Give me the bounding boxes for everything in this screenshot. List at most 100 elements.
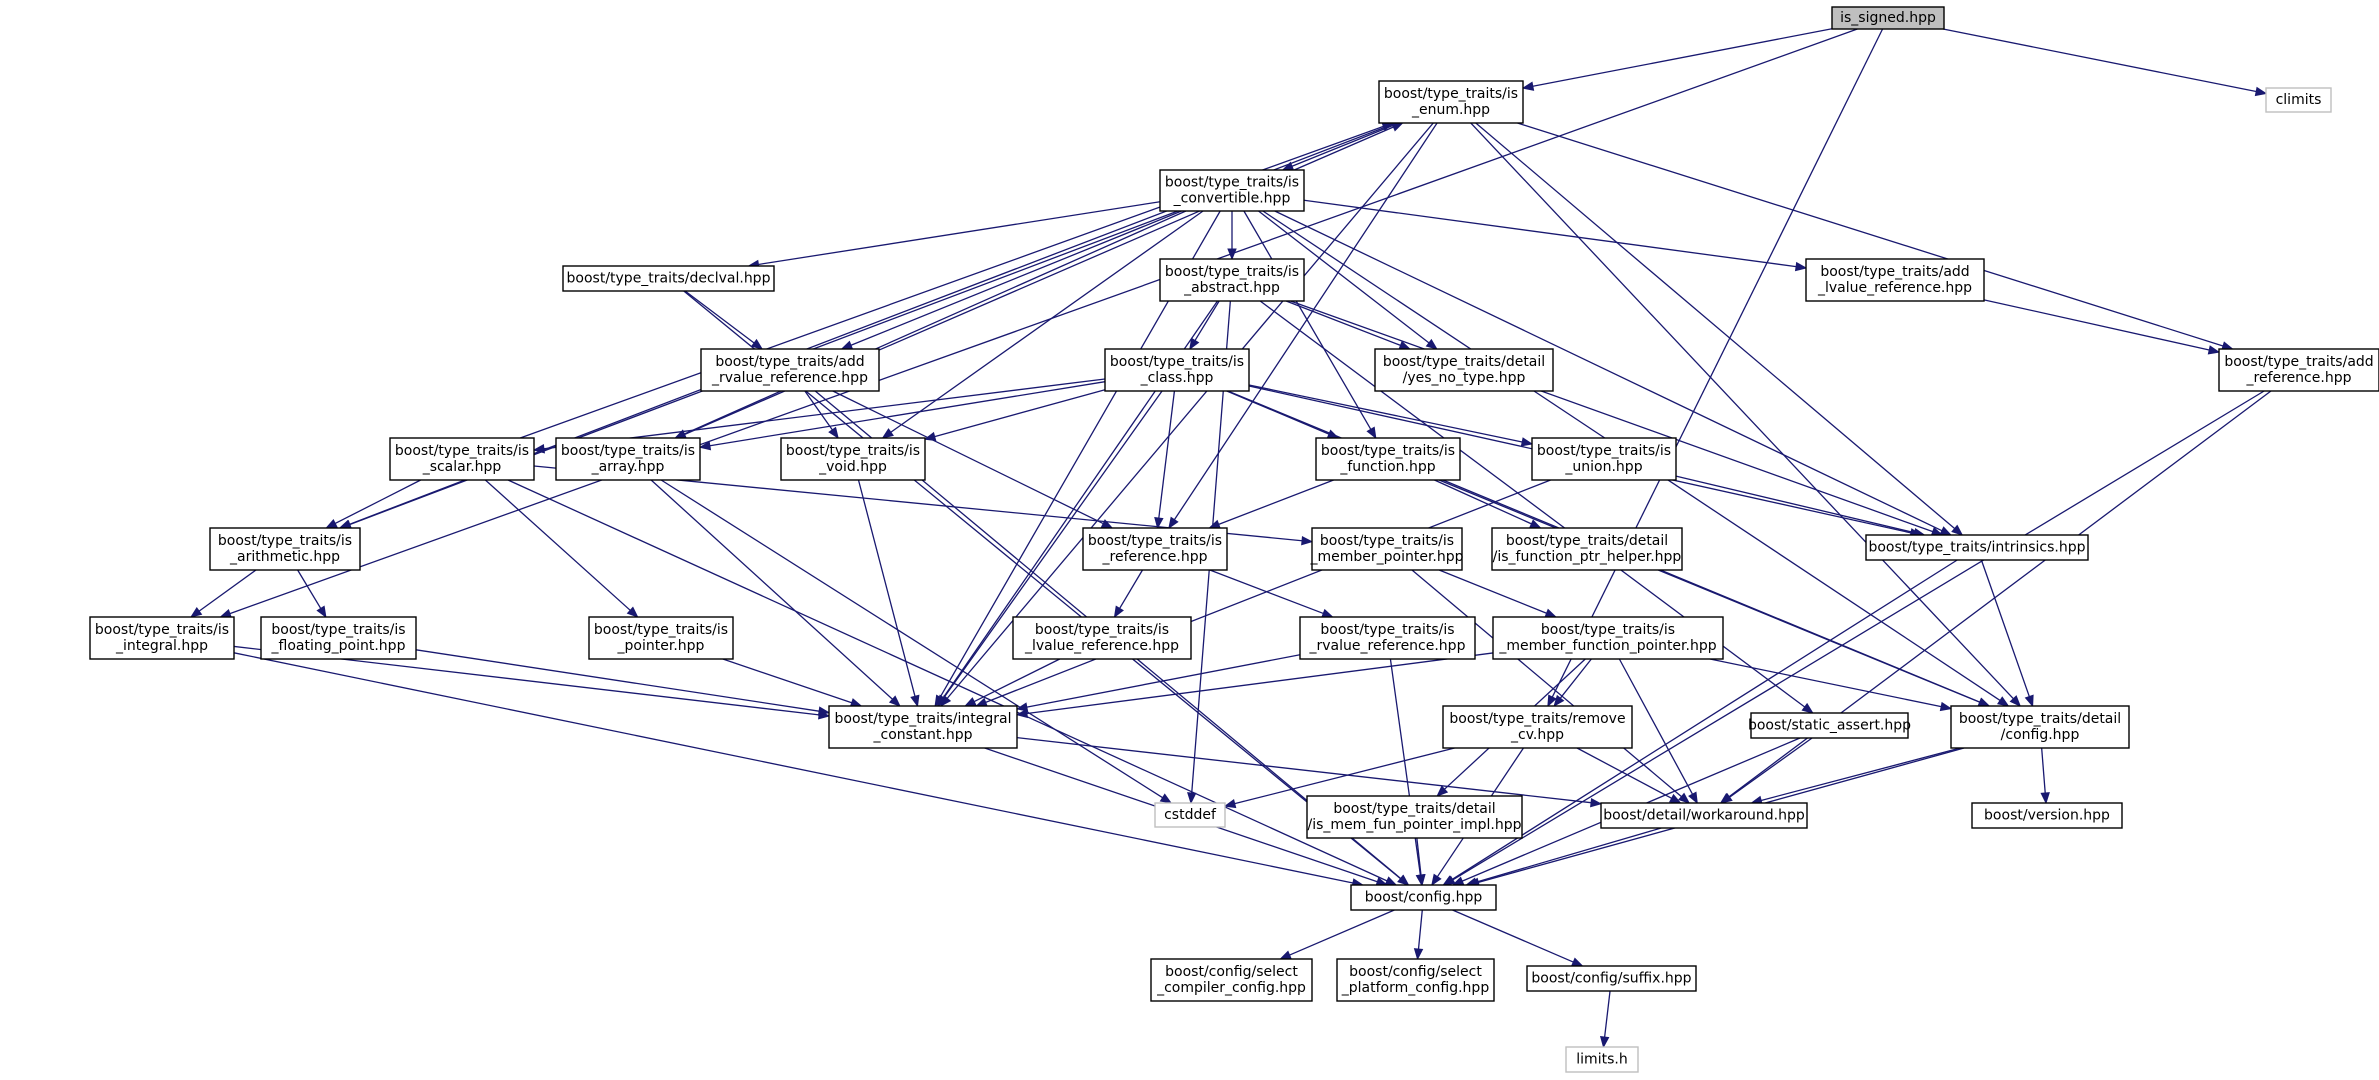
node-label-line: _lvalue_reference.hpp: [1817, 280, 1972, 296]
arrowhead: [1720, 793, 1733, 804]
arrowhead: [888, 695, 901, 707]
node-box: [1104, 348, 1250, 392]
edge-line: [1709, 658, 1942, 708]
arrowhead: [2009, 695, 2022, 707]
node-label-line: climits: [2276, 92, 2322, 108]
arrowhead: [1544, 608, 1558, 618]
node-is-mem-fun-pointer-impl[interactable]: boost/type_traits/detail/is_mem_fun_poin…: [1306, 795, 1523, 839]
node-static-assert[interactable]: boost/static_assert.hpp: [1748, 712, 1911, 739]
node-add-lvalue-reference[interactable]: boost/type_traits/add_lvalue_reference.h…: [1805, 258, 1985, 302]
arrowhead: [1590, 797, 1603, 808]
node-select-compiler-config[interactable]: boost/config/select_compiler_config.hpp: [1150, 958, 1313, 1002]
node-config[interactable]: boost/config.hpp: [1350, 884, 1497, 911]
node-is-convertible[interactable]: boost/type_traits/is_convertible.hpp: [1159, 169, 1305, 212]
edge-line: [857, 479, 916, 697]
arrowhead: [1113, 605, 1124, 619]
node-is-lvalue-reference[interactable]: boost/type_traits/is_lvalue_reference.hp…: [1012, 616, 1192, 660]
edge-line: [1290, 300, 1933, 533]
edge-is_lvalue_reference-to-integral_constant: [964, 658, 1061, 707]
node-version[interactable]: boost/version.hpp: [1971, 802, 2123, 829]
edge-is_member_pointer-to-is_member_function_pointer: [1438, 569, 1558, 618]
edge-line: [1417, 909, 1423, 950]
node-is-union[interactable]: boost/type_traits/is_union.hpp: [1531, 437, 1677, 481]
node-is-array[interactable]: boost/type_traits/is_array.hpp: [555, 437, 701, 481]
node-declval[interactable]: boost/type_traits/declval.hpp: [562, 265, 775, 292]
node-box: [562, 265, 775, 292]
node-label-line: boost/type_traits/is: [1165, 175, 1299, 191]
node-is-arithmetic[interactable]: boost/type_traits/is_arithmetic.hpp: [209, 527, 361, 571]
node-remove-cv[interactable]: boost/type_traits/remove_cv.hpp: [1442, 705, 1633, 749]
node-label-line: _pointer.hpp: [617, 638, 705, 654]
arrowhead: [1939, 526, 1953, 536]
arrowhead: [910, 694, 920, 708]
node-is-floating-point[interactable]: boost/type_traits/is_floating_point.hpp: [260, 616, 417, 660]
edge-is_signed-to-remove_cv: [1547, 28, 1884, 708]
node-label-line: boost/type_traits/detail: [1333, 801, 1495, 817]
edge-remove_cv-to-cstddef: [1223, 747, 1455, 809]
node-label-line: /yes_no_type.hpp: [1403, 370, 1526, 386]
node-is-function-ptr-helper[interactable]: boost/type_traits/detail/is_function_ptr…: [1491, 527, 1683, 571]
node-add-reference[interactable]: boost/type_traits/add_reference.hpp: [2218, 348, 2379, 392]
node-is-abstract[interactable]: boost/type_traits/is_abstract.hpp: [1159, 258, 1305, 302]
arrowhead: [1384, 876, 1398, 886]
node-is-rvalue-reference[interactable]: boost/type_traits/is_rvalue_reference.hp…: [1299, 616, 1476, 660]
arrowhead: [1547, 694, 1557, 708]
edge-declval-to-add_rvalue_reference: [684, 290, 764, 350]
arrowhead: [2254, 86, 2268, 97]
edge-line: [650, 479, 893, 700]
node-label-line: boost/config/select: [1165, 964, 1298, 980]
node-intrinsics[interactable]: boost/type_traits/intrinsics.hpp: [1865, 534, 2089, 561]
arrowhead: [1397, 874, 1410, 886]
edge-is_convertible-to-declval: [747, 201, 1161, 270]
node-suffix[interactable]: boost/config/suffix.hpp: [1526, 965, 1697, 992]
node-label-line: boost/type_traits/is: [561, 443, 695, 459]
node-label-line: _rvalue_reference.hpp: [1309, 638, 1466, 654]
edge-line: [832, 390, 1104, 525]
edge-line: [1983, 299, 2210, 351]
node-workaround[interactable]: boost/detail/workaround.hpp: [1600, 802, 1808, 829]
edge-is_convertible-to-is_void: [881, 210, 1204, 439]
arrowhead: [937, 694, 948, 708]
node-integral-constant[interactable]: boost/type_traits/integral_constant.hpp: [828, 705, 1018, 749]
node-is-member-pointer[interactable]: boost/type_traits/is_member_pointer.hpp: [1309, 527, 1464, 571]
edge-is_function-to-is_reference: [1208, 479, 1334, 529]
edge-line: [890, 210, 1204, 433]
edge-line: [1452, 909, 1574, 963]
node-is-member-function-pointer[interactable]: boost/type_traits/is_member_function_poi…: [1492, 616, 1724, 660]
node-is-void[interactable]: boost/type_traits/is_void.hpp: [780, 437, 926, 481]
edge-line: [1980, 559, 2030, 697]
node-label-line: _constant.hpp: [873, 727, 973, 743]
node-is-function[interactable]: boost/type_traits/is_function.hpp: [1315, 437, 1461, 481]
arrowhead: [189, 607, 203, 618]
node-label-line: is_signed.hpp: [1840, 10, 1936, 26]
node-label-line: /config.hpp: [2001, 727, 2080, 743]
node-is-scalar[interactable]: boost/type_traits/is_scalar.hpp: [389, 437, 535, 481]
node-is-enum[interactable]: boost/type_traits/is_enum.hpp: [1378, 80, 1524, 124]
arrowhead: [1431, 873, 1442, 887]
node-box: [1531, 437, 1677, 481]
node-box: [2265, 87, 2332, 113]
node-is-pointer[interactable]: boost/type_traits/is_pointer.hpp: [588, 616, 734, 660]
node-label-line: _enum.hpp: [1411, 102, 1490, 118]
node-yes-no-type[interactable]: boost/type_traits/detail/yes_no_type.hpp: [1374, 348, 1554, 392]
node-box: [1012, 616, 1192, 660]
node-is-reference[interactable]: boost/type_traits/is_reference.hpp: [1082, 527, 1228, 571]
node-select-platform-config[interactable]: boost/config/select_platform_config.hpp: [1336, 958, 1495, 1002]
arrowhead: [1939, 701, 1953, 712]
node-box: [828, 705, 1018, 749]
arrowhead: [2024, 694, 2034, 708]
node-is-class[interactable]: boost/type_traits/is_class.hpp: [1104, 348, 1250, 392]
node-label-line: boost/type_traits/is: [1088, 533, 1222, 549]
node-is-integral[interactable]: boost/type_traits/is_integral.hpp: [89, 616, 235, 660]
node-limits-h: limits.h: [1565, 1046, 1639, 1073]
node-label-line: _union.hpp: [1564, 459, 1642, 475]
node-is-signed[interactable]: is_signed.hpp: [1831, 6, 1945, 30]
node-detail-config[interactable]: boost/type_traits/detail/config.hpp: [1950, 705, 2130, 749]
node-add-rvalue-reference[interactable]: boost/type_traits/add_rvalue_reference.h…: [700, 348, 880, 392]
edge-detail_config-to-version: [2040, 747, 2050, 805]
node-label-line: _reference.hpp: [1102, 549, 1208, 565]
node-label-line: boost/type_traits/is: [1537, 443, 1671, 459]
edge-line: [934, 389, 1106, 438]
node-label-line: boost/type_traits/is: [786, 443, 920, 459]
